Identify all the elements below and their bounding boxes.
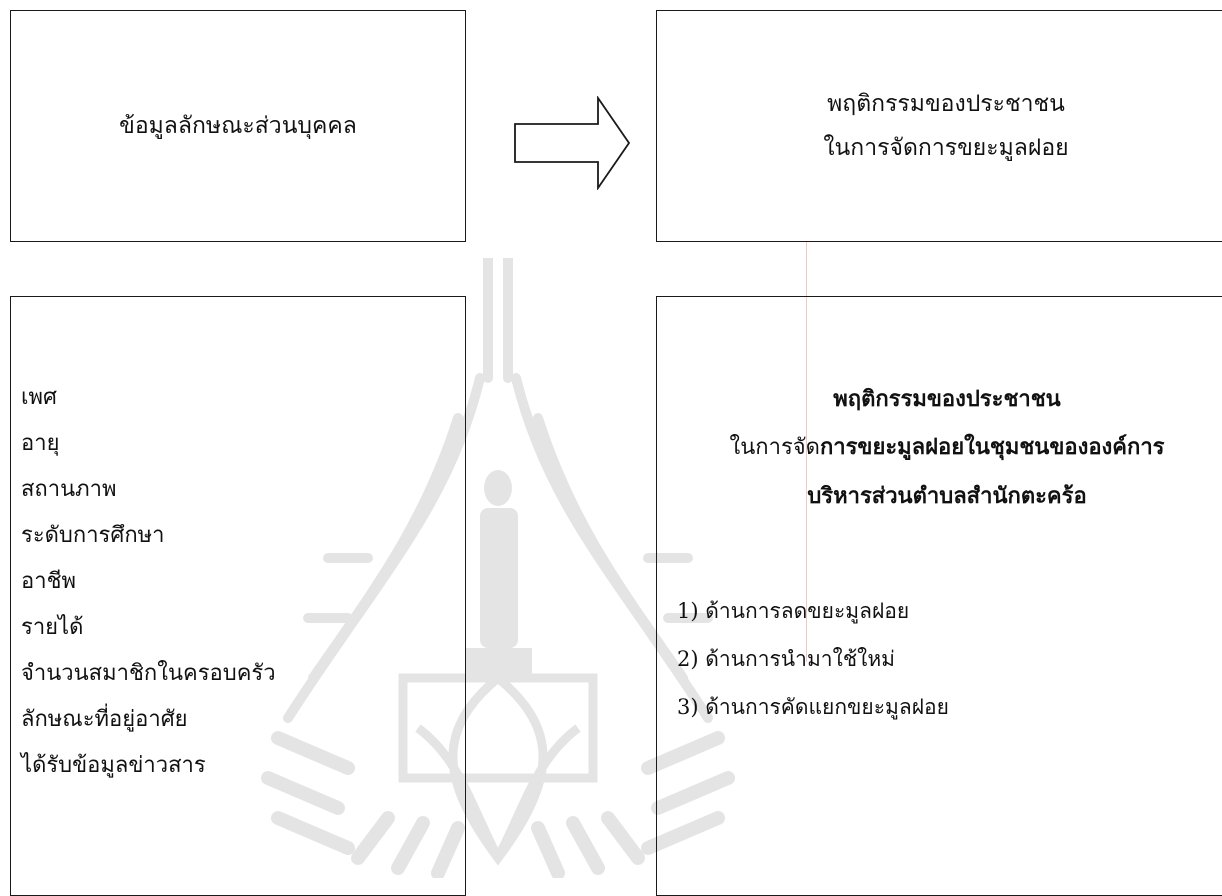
factor-item: ระดับการศึกษา [21,523,165,548]
factor-item: ลักษณะที่อยู่อาศัย [21,707,188,732]
behavior-box: พฤติกรรมของประชาชน ในการจัดการขยะมูลฝอย [656,10,1222,242]
factor-item: เพศ [21,385,57,410]
detail-heading-line2-bold: การขยะมูลฝอยในชุมชนขององค์การ [819,434,1165,460]
aspect-item: 3) ด้านการคัดแยกขยะมูลฝอย [677,695,949,719]
factor-item: รายได้ [21,615,84,640]
factor-item: จำนวนสมาชิกในครอบครัว [21,661,276,686]
aspect-item: 1) ด้านการลดขยะมูลฝอย [677,599,910,623]
personal-info-box: ข้อมูลลักษณะส่วนบุคคล [10,10,466,242]
detail-heading-line2: ในการจัดการขยะมูลฝอยในชุมชนขององค์การ [657,423,1222,472]
factor-item: สถานภาพ [21,477,117,502]
factor-item: ได้รับข้อมูลข่าวสาร [21,753,206,778]
factor-item: อาชีพ [21,569,76,594]
factor-item: อายุ [21,431,60,456]
factor-list: เพศ อายุ สถานภาพ ระดับการศึกษา อาชีพ ราย… [21,375,276,789]
university-emblem-watermark [261,258,735,878]
personal-info-title: ข้อมูลลักษณะส่วนบุคคล [119,113,357,139]
aspect-list: 1) ด้านการลดขยะมูลฝอย 2) ด้านการนำมาใช้ใ… [677,587,949,731]
behavior-title-line2: ในการจัดการขยะมูลฝอย [823,135,1069,161]
right-arrow-icon [514,96,631,190]
personal-factors-box: เพศ อายุ สถานภาพ ระดับการศึกษา อาชีพ ราย… [10,296,466,896]
behavior-title-line1: พฤติกรรมของประชาชน [827,91,1065,117]
detail-heading-line2-normal: ในการจัด [729,435,820,460]
detail-heading-line1: พฤติกรรมของประชาชน [833,386,1061,412]
faint-guide-line [806,242,807,662]
aspect-item: 2) ด้านการนำมาใช้ใหม่ [677,647,896,671]
behavior-detail-box: พฤติกรรมของประชาชน ในการจัดการขยะมูลฝอยใ… [656,296,1222,896]
behavior-detail-heading: พฤติกรรมของประชาชน ในการจัดการขยะมูลฝอยใ… [657,375,1222,520]
detail-heading-line3: บริหารส่วนตำบลสำนักตะคร้อ [807,483,1087,509]
